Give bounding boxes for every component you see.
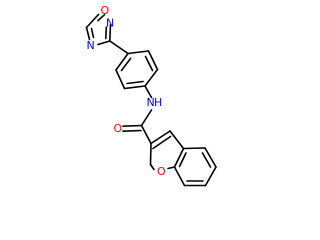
structure-canvas: O N N N H O O [85, 4, 217, 187]
bond-ph-4 [123, 85, 146, 90]
atom-amide-N: N [147, 96, 155, 109]
bond-oxa-C5-O [85, 13, 100, 29]
bond-pyran-O-C2 [149, 163, 155, 171]
atom-oxadiazole-N-left: N [87, 39, 95, 52]
bond-oxa-to-phenyl [109, 40, 129, 55]
atom-chromene-O: O [157, 165, 166, 178]
bond-ph-2-double [144, 55, 154, 72]
bond-bz-C5-C6-double [201, 152, 212, 168]
bond-pyran-C3-C4 [150, 130, 171, 145]
molecule-drawing: O N N N H O O [85, 4, 217, 187]
bond-oxa-C3-N2 [109, 23, 112, 42]
bond-oxa-C5-N4 [85, 26, 91, 41]
bond-pyran-C3-C4-double [152, 135, 172, 150]
bond-NH-to-carbonyl-C [140, 109, 153, 127]
bonds [85, 13, 217, 187]
bond-oxa-C5-N4-double [90, 27, 95, 39]
bond-carbonyl-C-O-double [122, 129, 142, 132]
bond-pyran-C2-C3 [149, 142, 152, 166]
bond-bz-C6-C7 [204, 166, 217, 187]
bond-ph-3 [144, 68, 159, 87]
bond-ph-1 [127, 50, 150, 55]
bond-oxa-O-N2 [97, 14, 106, 22]
bond-ph-2 [147, 50, 159, 71]
atom-labels: O N N N H O O [87, 4, 167, 178]
bond-pyran-C8a-O [167, 166, 176, 170]
bond-pyran-C4-C4a [169, 130, 185, 150]
atom-carbonyl-O: O [114, 122, 123, 135]
bond-carbonyl-C-O [122, 124, 143, 127]
bond-oxa-N4-C3 [97, 40, 111, 46]
bond-oxa-C3-N2-double [105, 26, 108, 40]
bond-bz-C8a-C4a [173, 147, 185, 168]
bond-ph-6-double [120, 57, 132, 72]
atom-oxadiazole-N-top: N [106, 17, 114, 30]
bond-bz-C8-C8a [173, 166, 186, 187]
bond-ph-4-double [126, 80, 144, 85]
bond-ph-6 [115, 52, 129, 71]
bond-phenyl-to-NH [144, 85, 153, 99]
bond-bz-C4a-C5 [182, 147, 206, 150]
bond-bz-C8a-C4a-double [178, 152, 187, 168]
bond-carbonyl-C-to-chromene [140, 124, 152, 145]
atom-amide-H: H [154, 96, 162, 109]
atom-oxadiazole-O: O [101, 4, 110, 17]
bond-bz-C5-C6 [204, 147, 217, 168]
bond-ph-5 [115, 69, 126, 90]
